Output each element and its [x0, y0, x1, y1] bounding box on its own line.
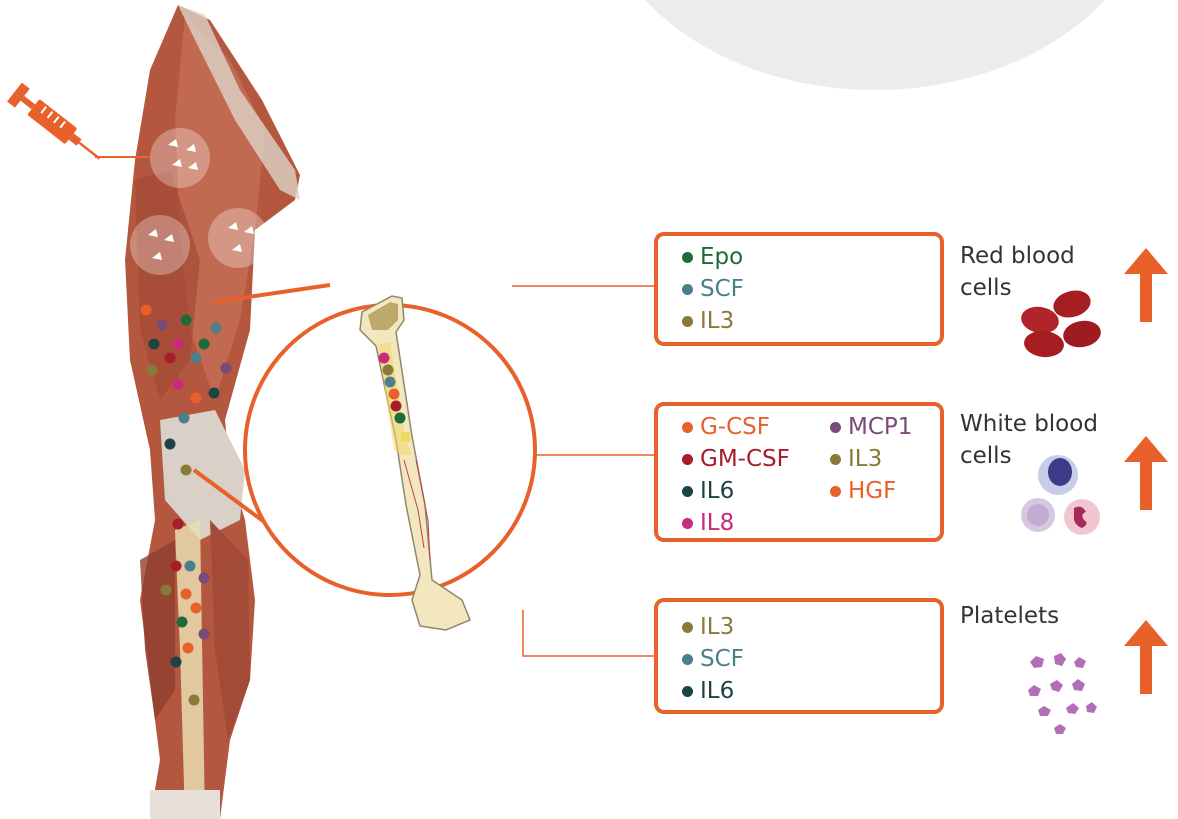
- label-line: White blood: [960, 408, 1140, 440]
- factor-label: IL8: [700, 508, 734, 538]
- factor-il3: IL3: [682, 306, 734, 336]
- factor-label: HGF: [848, 476, 896, 506]
- factor-label: IL3: [700, 306, 734, 336]
- factor-scf: SCF: [682, 274, 744, 304]
- factor-label: SCF: [700, 274, 744, 304]
- platelets-label: Platelets: [960, 600, 1140, 632]
- factor-label: IL6: [700, 676, 734, 706]
- factor-mcp1: MCP1: [830, 412, 912, 442]
- factor-dot: [682, 252, 693, 263]
- factor-dot: [682, 518, 693, 529]
- factor-dot: [682, 454, 693, 465]
- red-blood-cells-label: Red blood cells: [960, 240, 1140, 304]
- factor-hgf: HGF: [830, 476, 896, 506]
- factor-label: G-CSF: [700, 412, 770, 442]
- factor-dot: [830, 422, 841, 433]
- factor-gm-csf: GM-CSF: [682, 444, 790, 474]
- label-line: Platelets: [960, 600, 1140, 632]
- factor-dot: [682, 422, 693, 433]
- label-line: cells: [960, 272, 1140, 304]
- white-blood-cells-label: White blood cells: [960, 408, 1140, 472]
- factor-dot: [682, 686, 693, 697]
- label-line: cells: [960, 440, 1140, 472]
- factor-il6: IL6: [682, 676, 734, 706]
- factor-g-csf: G-CSF: [682, 412, 770, 442]
- factor-il3: IL3: [682, 612, 734, 642]
- increase-arrow-icon: [1124, 620, 1168, 694]
- factor-il6: IL6: [682, 476, 734, 506]
- white-blood-cell-factors-box: G-CSF GM-CSF IL6 IL8 MCP1 IL3 HGF: [654, 402, 944, 542]
- increase-arrow-icon: [1124, 248, 1168, 322]
- factor-label: IL3: [848, 444, 882, 474]
- factor-dot: [682, 654, 693, 665]
- factor-epo: Epo: [682, 242, 743, 272]
- factor-label: GM-CSF: [700, 444, 790, 474]
- syringe-icon: [7, 83, 107, 168]
- red-blood-cell-factors-box: Epo SCF IL3: [654, 232, 944, 346]
- factor-il8: IL8: [682, 508, 734, 538]
- factor-label: MCP1: [848, 412, 912, 442]
- factor-scf: SCF: [682, 644, 744, 674]
- platelets-icon: [1028, 653, 1097, 734]
- factor-dot: [682, 622, 693, 633]
- factor-label: IL6: [700, 476, 734, 506]
- factor-dot: [830, 486, 841, 497]
- factor-label: Epo: [700, 242, 743, 272]
- label-line: Red blood: [960, 240, 1140, 272]
- factor-label: SCF: [700, 644, 744, 674]
- factor-dot: [682, 284, 693, 295]
- factor-dot: [830, 454, 841, 465]
- factor-il3: IL3: [830, 444, 882, 474]
- increase-arrow-icon: [1124, 436, 1168, 510]
- factor-label: IL3: [700, 612, 734, 642]
- factor-dot: [682, 486, 693, 497]
- factor-dot: [682, 316, 693, 327]
- platelet-factors-box: IL3 SCF IL6: [654, 598, 944, 714]
